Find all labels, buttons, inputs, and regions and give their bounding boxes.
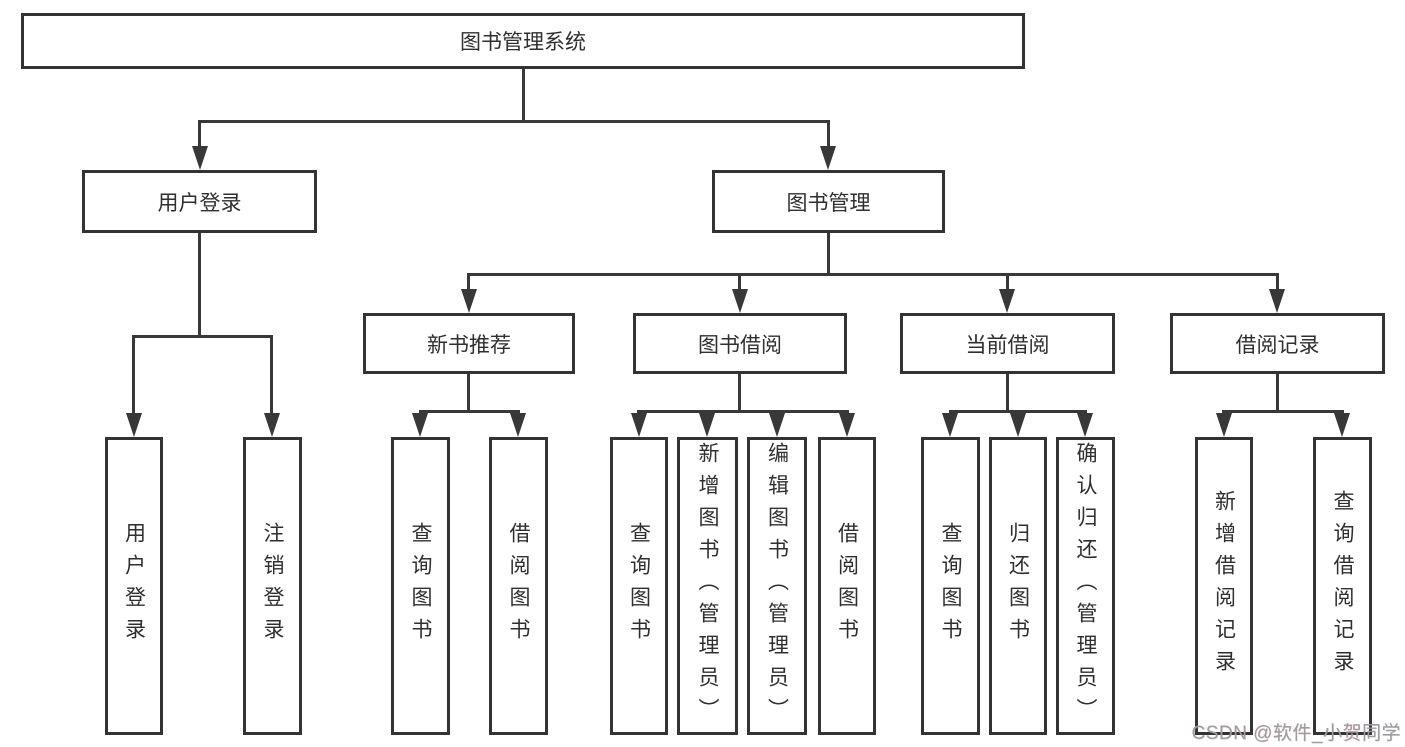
node-root: 图书管理系统 <box>21 13 1025 69</box>
leaf-query-borrow-record: 查询借阅记录 <box>1313 437 1372 735</box>
node-book-management: 图书管理 <box>712 170 945 233</box>
arrow-down-icon <box>839 413 855 437</box>
arrow-down-icon <box>1077 413 1093 437</box>
leaf-query-books-current: 查询图书 <box>921 437 980 735</box>
connector-drop-records <box>1276 273 1279 289</box>
leaf-query-books-recommend: 查询图书 <box>391 437 450 735</box>
arrow-down-icon <box>699 413 715 437</box>
connector-drop-login-1 <box>132 335 135 413</box>
connector-recommend-rail <box>419 410 520 413</box>
connector-login-rail <box>132 335 273 338</box>
leaf-return-books: 归还图书 <box>989 437 1047 735</box>
arrow-down-icon <box>1216 413 1232 437</box>
node-book-borrow: 图书借阅 <box>633 313 847 374</box>
connector-records-rail <box>1222 410 1344 413</box>
arrow-down-icon <box>1010 413 1026 437</box>
leaf-add-books-admin: 新增图书（管理员） <box>677 437 738 735</box>
connector-drop-borrow <box>738 273 741 289</box>
arrow-down-icon <box>1269 289 1285 313</box>
arrow-down-icon <box>264 413 280 437</box>
connector-drop-recommend <box>467 273 470 289</box>
arrow-down-icon <box>631 413 647 437</box>
arrow-down-icon <box>732 289 748 313</box>
connector-recommend-stem <box>467 374 470 410</box>
connector-root-stem <box>522 69 525 120</box>
leaf-logout: 注销登录 <box>243 437 302 735</box>
arrow-down-icon <box>999 289 1015 313</box>
connector-level2-rail <box>198 120 830 123</box>
arrow-down-icon <box>192 146 208 170</box>
arrow-down-icon <box>510 413 526 437</box>
arrow-down-icon <box>820 146 836 170</box>
connector-drop-login-2 <box>270 335 273 413</box>
arrow-down-icon <box>769 413 785 437</box>
connector-drop-book-mgmt <box>827 120 830 146</box>
connector-drop-current <box>1006 273 1009 289</box>
connector-records-stem <box>1276 374 1279 410</box>
leaf-user-login: 用户登录 <box>105 437 163 735</box>
arrow-down-icon <box>942 413 958 437</box>
csdn-watermark: CSDN @软件_小贺同学 <box>1191 723 1401 744</box>
arrow-down-icon <box>1334 413 1350 437</box>
leaf-confirm-return-admin: 确认归还（管理员） <box>1056 437 1115 735</box>
node-borrow-records: 借阅记录 <box>1170 313 1385 374</box>
connector-user-login-stem <box>198 233 201 335</box>
connector-current-stem <box>1006 374 1009 410</box>
leaf-query-books-borrow: 查询图书 <box>610 437 668 735</box>
leaf-borrow-books-recommend: 借阅图书 <box>489 437 548 735</box>
node-new-book-recommend: 新书推荐 <box>363 313 575 374</box>
leaf-edit-books-admin: 编辑图书（管理员） <box>747 437 807 735</box>
connector-drop-user-login <box>198 120 201 146</box>
leaf-borrow-books: 借阅图书 <box>818 437 876 735</box>
connector-current-rail <box>949 410 1087 413</box>
arrow-down-icon <box>412 413 428 437</box>
arrow-down-icon <box>126 413 142 437</box>
connector-book-mgmt-stem <box>827 233 830 273</box>
leaf-add-borrow-record: 新增借阅记录 <box>1195 437 1253 735</box>
arrow-down-icon <box>461 289 477 313</box>
node-user-login: 用户登录 <box>82 170 317 233</box>
node-current-borrow: 当前借阅 <box>900 313 1115 374</box>
connector-borrow-rail <box>637 410 849 413</box>
connector-level3-rail <box>467 273 1279 276</box>
connector-borrow-stem <box>738 374 741 410</box>
